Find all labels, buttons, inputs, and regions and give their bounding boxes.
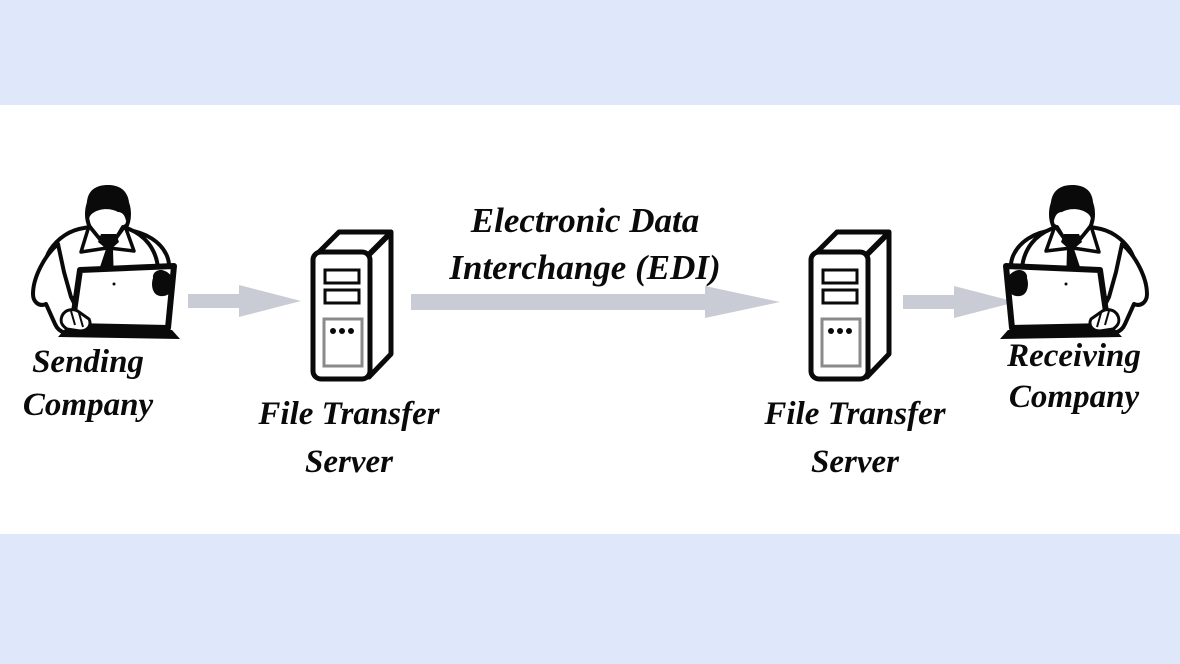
server-right-label-line1: File Transfer xyxy=(764,396,946,432)
receiving-company-label: Receiving Company xyxy=(984,336,1164,418)
bottom-band xyxy=(0,534,1180,664)
top-band xyxy=(0,0,1180,105)
receiving-company-label-line1: Receiving xyxy=(1007,338,1141,374)
server-left-label-line2: Server xyxy=(305,444,393,480)
sending-company-label-line2: Company xyxy=(22,387,154,423)
edi-label-line1: Electronic Data xyxy=(470,201,700,240)
sending-company-label-line1: Sending xyxy=(32,344,144,380)
file-transfer-server-left-icon xyxy=(308,227,396,383)
file-transfer-server-right-label: File Transfer Server xyxy=(735,390,975,486)
receiving-person-at-laptop-icon xyxy=(986,178,1158,344)
edi-label: Electronic Data Interchange (EDI) xyxy=(385,197,785,291)
file-transfer-server-left-label: File Transfer Server xyxy=(229,390,469,486)
arrow-sending-to-server-icon xyxy=(188,285,301,317)
edi-label-line2: Interchange (EDI) xyxy=(449,248,721,287)
server-right-label-line2: Server xyxy=(811,444,899,480)
receiving-company-label-line2: Company xyxy=(1008,379,1140,415)
arrow-edi-transfer-icon xyxy=(411,286,780,318)
sending-company-label: Sending Company xyxy=(0,341,178,427)
file-transfer-server-right-icon xyxy=(806,227,894,383)
sending-person-at-laptop-icon xyxy=(22,178,194,344)
server-left-label-line1: File Transfer xyxy=(258,396,440,432)
